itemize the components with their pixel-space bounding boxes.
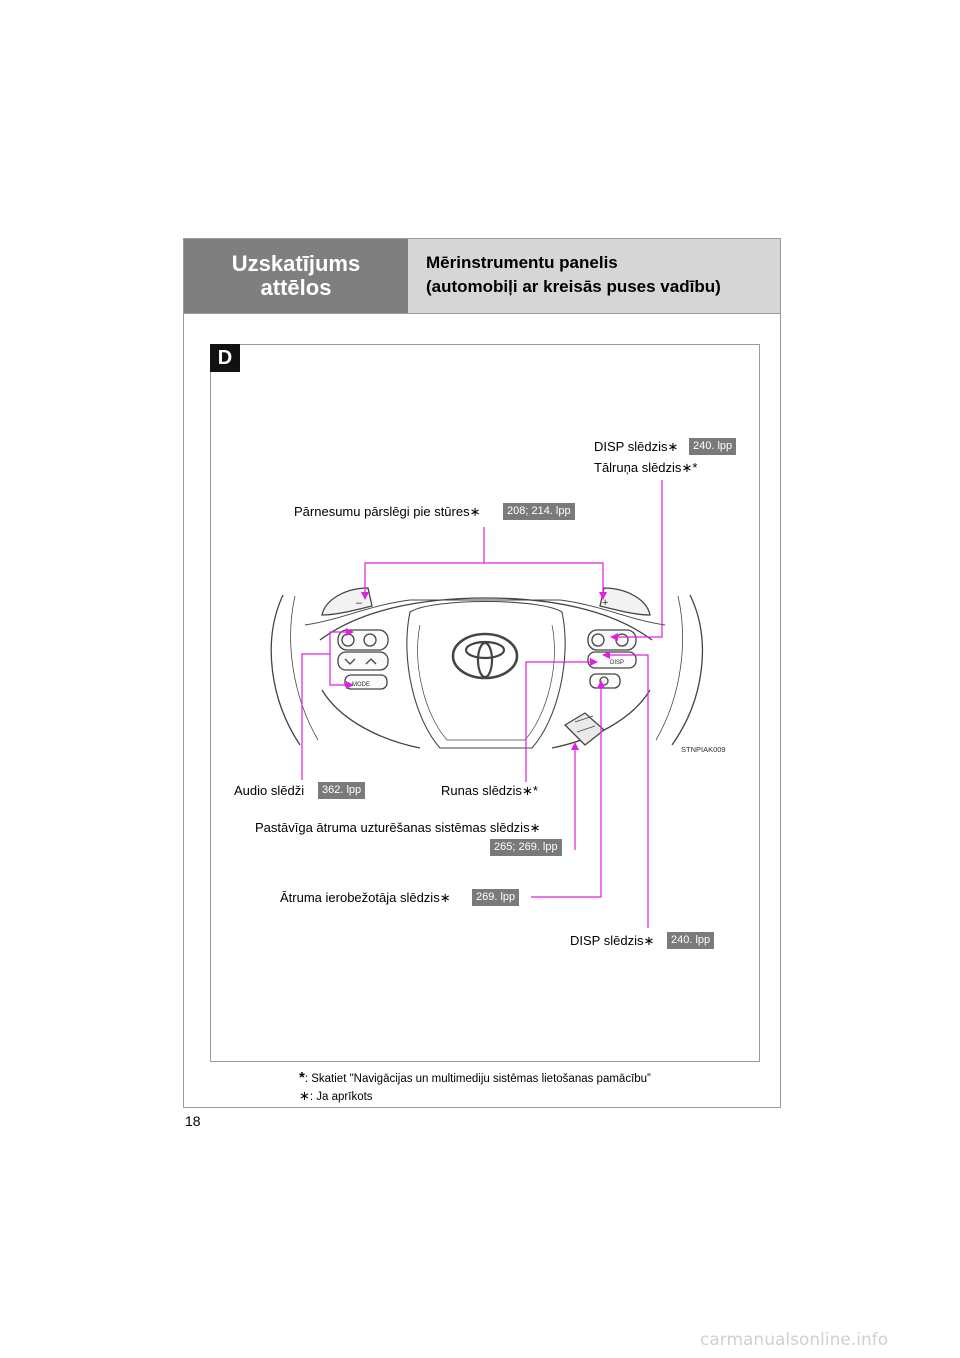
cruise-control-ref[interactable]: 265; 269. lpp	[490, 839, 562, 856]
watermark: carmanualsonline.info	[700, 1330, 889, 1350]
equipped-star: ∗	[643, 933, 655, 948]
disp-switch-bottom-text: DISP slēdzis	[570, 933, 644, 948]
telephone-switch-label: Tālruņa slēdzis∗*	[594, 460, 697, 476]
equipped-star: ∗	[469, 504, 481, 519]
footnote-text: : Skatiet "Navigācijas un multimediju si…	[304, 1073, 651, 1085]
page-number: 18	[185, 1113, 201, 1129]
audio-switches-label: Audio slēdži	[234, 783, 305, 798]
speed-limiter-ref[interactable]: 269. lpp	[472, 889, 520, 906]
mode-button-text: MODE	[352, 682, 370, 688]
paddle-plus-mark: +	[602, 597, 608, 609]
paddle-shift-ref[interactable]: 208; 214. lpp	[503, 503, 575, 520]
disp-switch-top-ref[interactable]: 240. lpp	[689, 438, 737, 455]
disp-switch-bottom-label: DISP slēdzis∗	[570, 933, 654, 949]
equipped-star: ∗	[529, 820, 541, 835]
speed-limiter-text: Ātruma ierobežotāja slēdzis	[280, 890, 440, 905]
speed-limiter-label: Ātruma ierobežotāja slēdzis∗	[280, 890, 451, 906]
disp-switch-top-label: DISP slēdzis∗	[594, 439, 678, 455]
paddle-shift-text: Pārnesumu pārslēgi pie stūres	[294, 504, 470, 519]
voice-switch-text: Runas slēdzis	[441, 783, 522, 798]
page-title-line2: (automobiļi ar kreisās puses vadību)	[426, 277, 721, 296]
voice-switch-label: Runas slēdzis∗*	[441, 783, 538, 799]
section-title-line1: Uzskatījums	[231, 251, 361, 276]
page-title: Mērinstrumentu panelis (automobiļi ar kr…	[408, 239, 780, 313]
page-frame	[183, 238, 781, 1108]
cruise-control-label: Pastāvīga ātruma uzturēšanas sistēmas sl…	[255, 820, 540, 836]
disp-button-text: DISP	[610, 660, 624, 666]
header-divider	[184, 313, 780, 314]
footnote-navigation: *: Skatiet "Navigācijas un multimediju s…	[299, 1069, 651, 1086]
telephone-switch-text: Tālruņa slēdzis	[594, 460, 682, 475]
figure-code: STNPIAK009	[681, 745, 726, 754]
paddle-minus-mark: –	[356, 597, 363, 609]
footnote-equipped: ∗: Ja aprīkots	[299, 1089, 373, 1104]
section-title: Uzskatījums attēlos	[184, 239, 408, 313]
footnote-mark: ∗	[299, 1088, 310, 1103]
equipped-star: ∗	[439, 890, 451, 905]
disp-switch-top-text: DISP slēdzis	[594, 439, 668, 454]
section-letter-tag: D	[210, 344, 240, 372]
section-title-line2: attēlos	[260, 275, 332, 300]
cruise-control-text: Pastāvīga ātruma uzturēšanas sistēmas sl…	[255, 820, 530, 835]
footnote-text: : Ja aprīkots	[309, 1091, 373, 1103]
paddle-shift-label: Pārnesumu pārslēgi pie stūres∗	[294, 504, 481, 520]
disp-switch-bottom-ref[interactable]: 240. lpp	[667, 932, 715, 949]
equipped-star: ∗*	[681, 460, 698, 475]
illustration-box	[210, 344, 760, 1062]
equipped-star: ∗*	[521, 783, 538, 798]
equipped-star: ∗	[667, 439, 679, 454]
audio-switches-ref[interactable]: 362. lpp	[318, 782, 366, 799]
page-title-line1: Mērinstrumentu panelis	[426, 253, 618, 272]
footnote-mark: *	[299, 1069, 305, 1086]
